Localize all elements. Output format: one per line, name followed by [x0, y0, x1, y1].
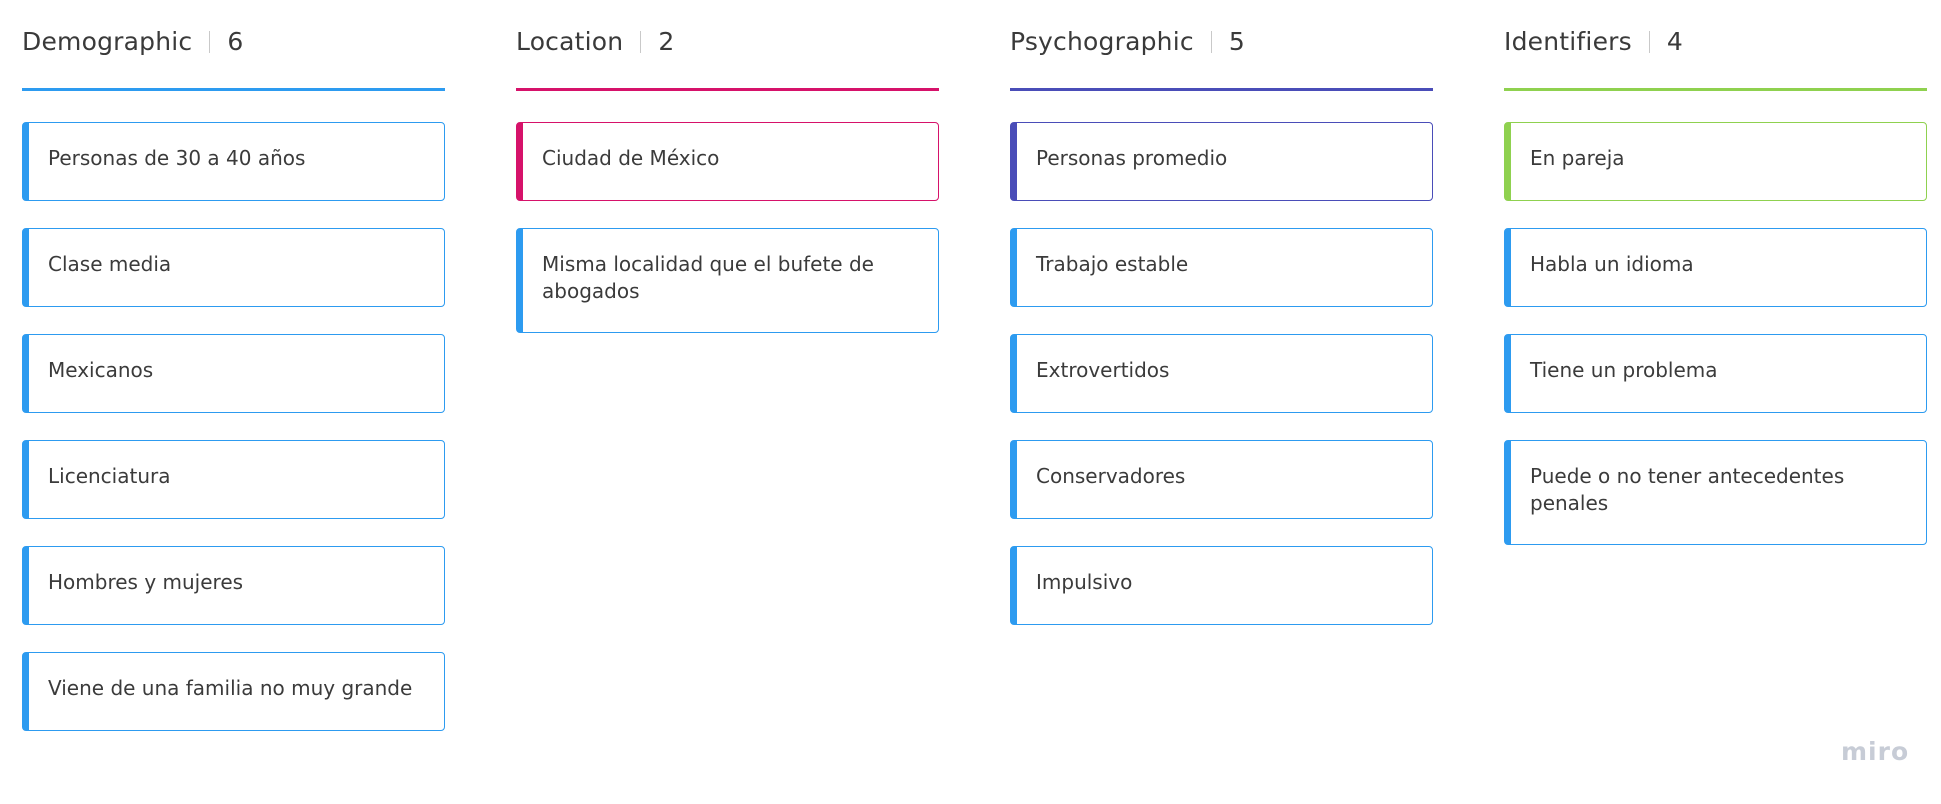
card-count: 4 — [1666, 27, 1683, 56]
card[interactable]: Ciudad de México — [516, 122, 939, 201]
column-header[interactable]: Location 2 — [516, 0, 939, 91]
card-list: Personas promedio Trabajo estable Extrov… — [1010, 122, 1433, 625]
card[interactable]: Clase media — [22, 228, 445, 307]
header-divider — [640, 31, 642, 53]
card-count: 5 — [1228, 27, 1245, 56]
card[interactable]: Conservadores — [1010, 440, 1433, 519]
column-psychographic: Psychographic 5 Personas promedio Trabaj… — [1010, 0, 1433, 652]
card-count: 6 — [227, 27, 244, 56]
header-divider — [1210, 31, 1212, 53]
card[interactable]: Licenciatura — [22, 440, 445, 519]
card[interactable]: Personas promedio — [1010, 122, 1433, 201]
card[interactable]: Impulsivo — [1010, 546, 1433, 625]
column-header[interactable]: Demographic 6 — [22, 0, 445, 91]
card[interactable]: Extrovertidos — [1010, 334, 1433, 413]
column-title: Demographic — [22, 27, 193, 56]
card[interactable]: Trabajo estable — [1010, 228, 1433, 307]
card[interactable]: Misma localidad que el bufete de abogado… — [516, 228, 939, 333]
card[interactable]: Mexicanos — [22, 334, 445, 413]
card[interactable]: Habla un idioma — [1504, 228, 1927, 307]
column-title: Identifiers — [1504, 27, 1632, 56]
card-list: En pareja Habla un idioma Tiene un probl… — [1504, 122, 1927, 545]
column-title: Psychographic — [1010, 27, 1194, 56]
header-divider — [209, 31, 211, 53]
card-count: 2 — [658, 27, 675, 56]
card[interactable]: Personas de 30 a 40 años — [22, 122, 445, 201]
card[interactable]: Hombres y mujeres — [22, 546, 445, 625]
miro-logo: miro — [1841, 737, 1910, 766]
card-list: Personas de 30 a 40 años Clase media Mex… — [22, 122, 445, 731]
card[interactable]: Viene de una familia no muy grande — [22, 652, 445, 731]
card[interactable]: En pareja — [1504, 122, 1927, 201]
column-location: Location 2 Ciudad de México Misma locali… — [516, 0, 939, 360]
column-identifiers: Identifiers 4 En pareja Habla un idioma … — [1504, 0, 1927, 572]
column-header[interactable]: Psychographic 5 — [1010, 0, 1433, 91]
header-divider — [1648, 31, 1650, 53]
column-header[interactable]: Identifiers 4 — [1504, 0, 1927, 91]
column-title: Location — [516, 27, 624, 56]
card[interactable]: Puede o no tener antecedentes penales — [1504, 440, 1927, 545]
column-demographic: Demographic 6 Personas de 30 a 40 años C… — [22, 0, 445, 758]
card[interactable]: Tiene un problema — [1504, 334, 1927, 413]
card-list: Ciudad de México Misma localidad que el … — [516, 122, 939, 333]
